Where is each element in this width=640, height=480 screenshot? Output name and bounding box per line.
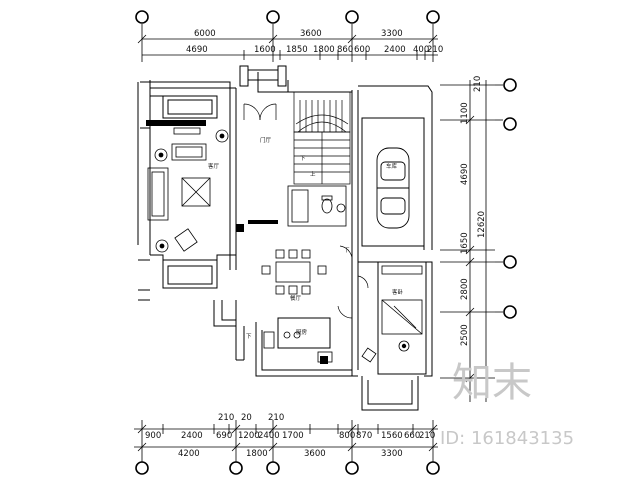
kitchen-fixtures	[263, 331, 333, 363]
dim-top-inner: 400	[413, 45, 429, 55]
right-dimension-labels: 210 1100 4690 1650 2800 2500 12620	[460, 76, 487, 346]
axis-marker	[266, 10, 280, 24]
axis-marker	[229, 461, 243, 475]
dim-bottom-b: 900	[145, 431, 161, 441]
dim-bottom-b: 870	[356, 431, 372, 441]
dim-right-inner: 2500	[460, 324, 470, 346]
dim-right-inner: 210	[473, 76, 483, 92]
dim-bottom-a: 20	[241, 413, 252, 423]
dim-top-outer: 3300	[381, 29, 403, 39]
axis-marker	[426, 10, 440, 24]
right-dimensions	[440, 80, 495, 402]
dim-top-inner: 1600	[254, 45, 276, 55]
axis-marker	[503, 117, 517, 131]
room-label-dining: 餐厅	[290, 294, 302, 302]
living-furniture	[147, 127, 229, 253]
bathroom	[287, 185, 347, 227]
dim-bottom-b: 210	[419, 431, 435, 441]
entry-doors	[243, 103, 369, 319]
dim-bottom-a: 210	[218, 413, 234, 423]
dim-bottom-outer: 3600	[304, 449, 326, 459]
dim-bottom-b: 660	[404, 431, 420, 441]
axis-marker	[345, 10, 359, 24]
watermark-id: ID: 161843135	[440, 428, 574, 449]
dim-right-inner: 2800	[460, 278, 470, 300]
stair-label-up: 上	[310, 170, 316, 178]
dim-right-inner: 4690	[460, 163, 470, 185]
bedroom-furniture	[361, 265, 423, 363]
dim-bottom-a: 210	[268, 413, 284, 423]
axis-marker	[503, 255, 517, 269]
room-label-guest: 客卧	[392, 288, 404, 296]
dim-top-inner: 860	[337, 45, 353, 55]
axis-marker	[266, 461, 280, 475]
dim-bottom-outer: 4200	[178, 449, 200, 459]
top-dimension-labels: 6000 3600 3300 4690 1600 1850 1800 860 6…	[186, 29, 443, 55]
bottom-axis-markers	[135, 455, 440, 475]
dim-right-inner: 1100	[460, 102, 470, 124]
bottom-dimension-labels: 210 20 210 900 2400 690 1200 2400 1700 8…	[145, 413, 435, 459]
staircase	[293, 91, 351, 185]
right-axis-markers	[495, 78, 517, 319]
dim-bottom-b: 2400	[181, 431, 203, 441]
dim-top-inner: 1800	[313, 45, 335, 55]
axis-marker	[503, 305, 517, 319]
dim-bottom-outer: 1800	[246, 449, 268, 459]
room-label-garage: 车库	[386, 162, 398, 170]
dim-bottom-b: 1560	[381, 431, 403, 441]
dim-bottom-b: 2400	[258, 431, 280, 441]
axis-marker	[345, 461, 359, 475]
exterior-walls	[137, 65, 433, 411]
bottom-dimensions	[134, 420, 438, 455]
dining-furniture	[261, 249, 327, 295]
axis-marker	[135, 10, 149, 24]
top-axis-markers	[135, 10, 440, 33]
room-label-kitchen: 厨房	[296, 328, 308, 336]
room-label-living: 客厅	[208, 162, 220, 170]
dim-bottom-b: 1200	[238, 431, 260, 441]
watermark: 知末 ID: 161843135	[440, 360, 574, 449]
dim-right-outer: 12620	[477, 211, 487, 238]
dim-top-inner: 1850	[286, 45, 308, 55]
dim-bottom-outer: 3300	[381, 449, 403, 459]
axis-marker	[426, 461, 440, 475]
dim-right-inner: 1650	[460, 232, 470, 254]
dim-top-inner: 4690	[186, 45, 208, 55]
stair-label-down: 下	[300, 155, 306, 162]
door-label-down: 下	[344, 247, 350, 254]
axis-marker	[135, 461, 149, 475]
dim-bottom-b: 1700	[282, 431, 304, 441]
car	[376, 147, 410, 229]
dim-top-inner: 600	[354, 45, 370, 55]
top-dimensions	[137, 33, 438, 62]
dim-top-outer: 6000	[194, 29, 216, 39]
axis-marker	[503, 78, 517, 92]
dim-top-inner: 210	[427, 45, 443, 55]
room-label-entry: 门厅	[260, 136, 272, 144]
door-label-down-lower: 下	[246, 333, 252, 340]
dim-top-inner: 2400	[384, 45, 406, 55]
dim-bottom-b: 800	[339, 431, 355, 441]
dim-bottom-b: 690	[216, 431, 232, 441]
dim-top-outer: 3600	[300, 29, 322, 39]
room-labels: 门厅 车库 客厅 餐厅 厨房 客卧 下 上 下 下	[208, 136, 404, 340]
watermark-logo: 知末	[452, 360, 532, 406]
wall-fill	[146, 120, 328, 364]
